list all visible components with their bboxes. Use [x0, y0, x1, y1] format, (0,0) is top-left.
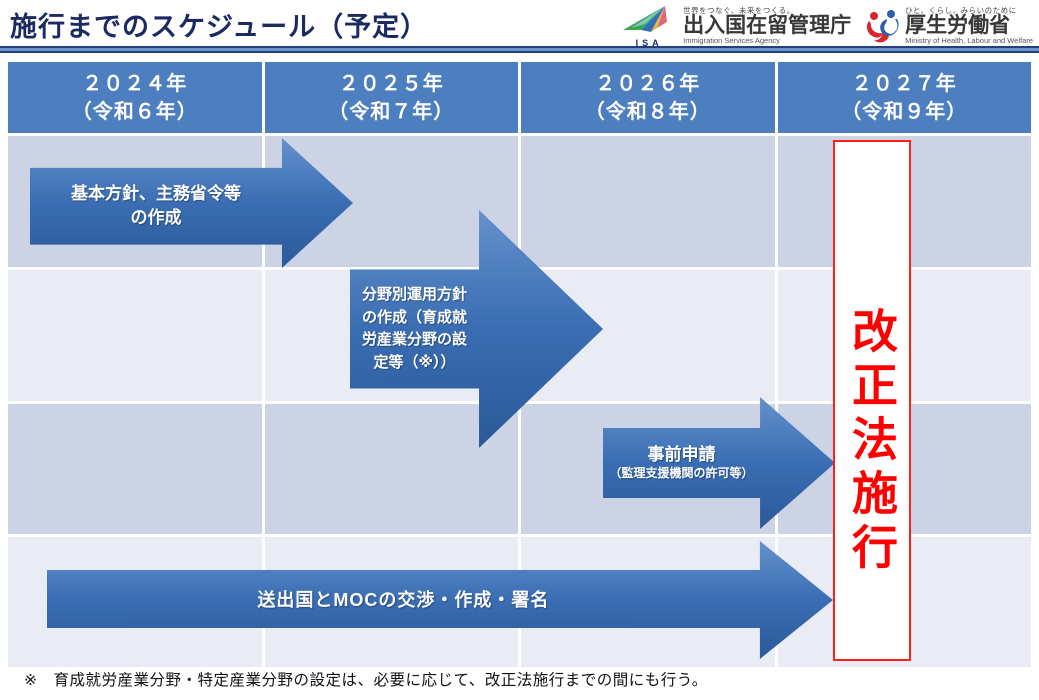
- title-divider: [0, 46, 1039, 53]
- timeline-cell: [8, 270, 262, 401]
- isa-logo: ISA 世界をつなぐ、未来をつくる。 出入国在留管理庁 Immigration …: [621, 4, 851, 48]
- timeline-cell: [521, 136, 775, 267]
- year-header-2025: ２０２５年 （令和７年）: [264, 62, 518, 133]
- mhlw-name: 厚生労働省: [905, 13, 1011, 37]
- mhlw-logo: ひと、くらし、みらいのために 厚生労働省 Ministry of Health,…: [865, 5, 1033, 46]
- isa-name: 出入国在留管理庁: [683, 13, 852, 37]
- arrow-moc-negotiation-label: 送出国とMOCの交渉・作成・署名: [257, 589, 550, 610]
- milestone-enforcement-box: 改正法施行: [833, 140, 911, 661]
- year-header-2027: ２０２７年 （令和９年）: [777, 62, 1031, 133]
- mhlw-name-en: Ministry of Health, Labour and Welfare: [905, 36, 1033, 46]
- mhlw-tagline: ひと、くらし、みらいのために: [905, 5, 1017, 15]
- arrow-advance-application-sublabel: （監理支援機関の許可等）: [609, 466, 754, 481]
- milestone-enforcement-label: 改正法施行: [846, 307, 898, 577]
- mhlw-emblem-icon: [865, 8, 899, 44]
- page-title: 施行までのスケジュール（予定）: [10, 12, 429, 42]
- arrow-basic-policy-label: 基本方針、主務省令等: [70, 183, 241, 203]
- isa-name-en: Immigration Services Agency: [683, 36, 780, 46]
- timeline-cell: [264, 404, 518, 534]
- isa-tagline: 世界をつなぐ、未来をつくる。: [683, 5, 795, 15]
- isa-abbr-label: ISA: [635, 38, 663, 48]
- year-header-2026: ２０２６年 （令和８年）: [521, 62, 775, 133]
- isa-plane-icon: ISA: [621, 4, 677, 48]
- year-header-2024: ２０２４年 （令和６年）: [8, 62, 262, 133]
- logo-area: ISA 世界をつなぐ、未来をつくる。 出入国在留管理庁 Immigration …: [621, 4, 1033, 48]
- footnote: ※ 育成就労産業分野・特定産業分野の設定は、必要に応じて、改正法施行までの間にも…: [24, 672, 708, 689]
- arrow-field-policy-label: 分野別運用方針: [362, 286, 468, 303]
- arrow-advance-application-label: 事前申請: [647, 445, 716, 465]
- timeline-cell: [8, 404, 262, 534]
